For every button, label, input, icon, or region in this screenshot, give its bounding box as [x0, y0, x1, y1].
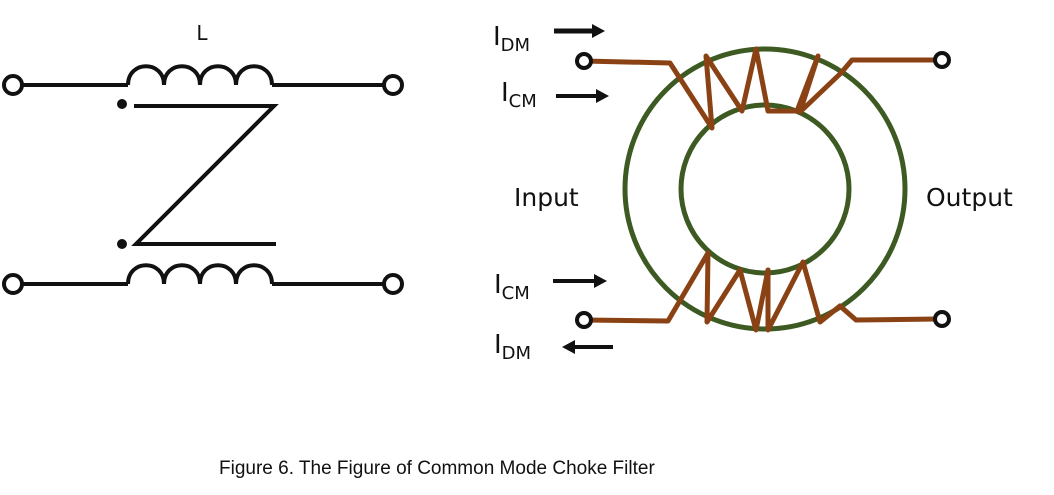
top-toroid-winding — [581, 46, 939, 131]
i-dm-bottom-sub: DM — [502, 343, 531, 364]
output-label: Output — [926, 183, 1013, 212]
toroid-choke: IDM ICM ICM IDM Input Output — [493, 22, 1013, 364]
input-label: Input — [514, 183, 579, 212]
choke-schematic: L — [2, 21, 404, 295]
i-cm-top-label: ICM — [501, 78, 537, 112]
bottom-left-terminal — [2, 273, 24, 295]
arrow-i-dm-top — [554, 24, 605, 38]
bottom-winding — [2, 263, 404, 295]
i-dm-top-label: IDM — [493, 22, 530, 56]
top-winding — [2, 64, 404, 96]
input-top-terminal — [575, 52, 593, 70]
arrow-i-dm-bottom — [562, 340, 613, 354]
bottom-inductor-coil — [126, 263, 274, 285]
i-dm-bottom-label: IDM — [494, 330, 531, 364]
top-polarity-dot — [117, 99, 127, 109]
i-dm-top-sub: DM — [501, 35, 530, 56]
i-cm-bottom-sub: CM — [502, 283, 530, 304]
inductor-label: L — [196, 21, 208, 45]
i-cm-bottom-main: I — [494, 270, 502, 300]
top-left-terminal — [2, 74, 24, 96]
coupled-core-symbol — [131, 104, 279, 246]
i-cm-top-main: I — [501, 78, 509, 108]
i-cm-top-sub: CM — [509, 91, 537, 112]
i-cm-bottom-label: ICM — [494, 270, 530, 304]
output-top-terminal — [933, 51, 951, 69]
output-bottom-terminal — [933, 310, 951, 328]
arrow-i-cm-top — [556, 89, 609, 103]
figure-caption: Figure 6. The Figure of Common Mode Chok… — [219, 458, 655, 479]
i-dm-bottom-main: I — [494, 330, 502, 360]
top-inductor-coil — [126, 64, 274, 86]
toroid-inner-ring — [678, 102, 852, 276]
toroid-outer-ring — [622, 46, 908, 332]
arrow-i-cm-bottom — [553, 274, 607, 288]
top-right-terminal — [382, 74, 404, 96]
bottom-polarity-dot — [117, 239, 127, 249]
bottom-right-terminal — [382, 273, 404, 295]
bottom-toroid-winding — [581, 250, 940, 333]
input-bottom-terminal — [575, 311, 593, 329]
i-dm-top-main: I — [493, 22, 501, 52]
